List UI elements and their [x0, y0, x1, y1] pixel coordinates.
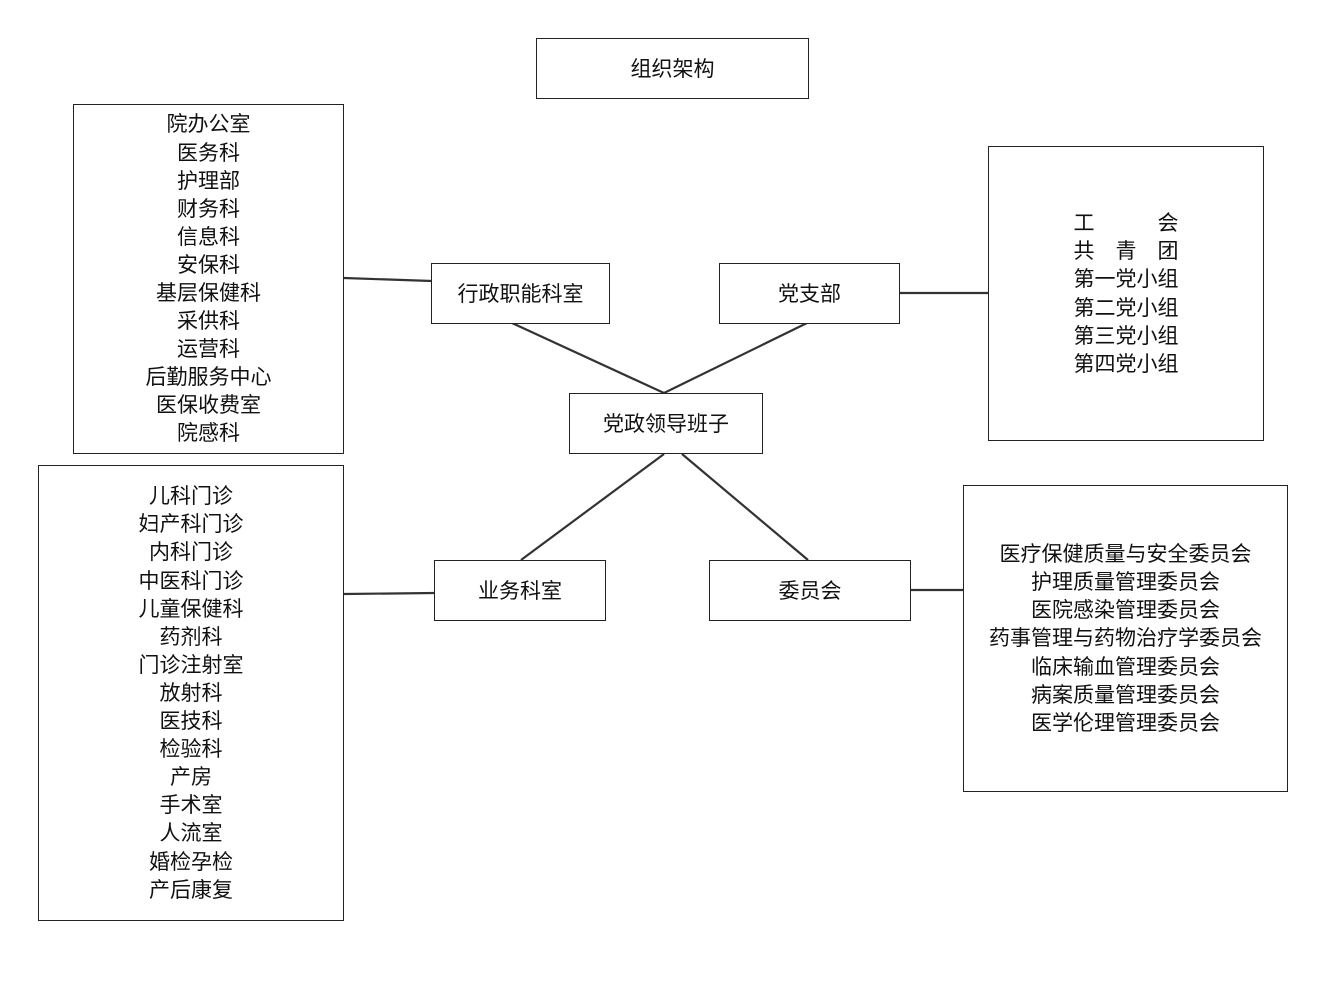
party-group-item: 共 青 团: [1073, 239, 1179, 264]
link-admin-center: [511, 322, 665, 394]
committee-item: 医院感染管理委员会: [1031, 598, 1220, 623]
business-node: 业务科室: [434, 560, 606, 621]
party-node: 党支部: [719, 263, 900, 324]
admin-department-item: 医保收费室: [156, 393, 261, 418]
center-node: 党政领导班子: [569, 393, 763, 454]
admin-department-item: 基层保健科: [156, 281, 261, 305]
committee-item: 临床输血管理委员会: [1031, 654, 1220, 679]
committee-node: 委员会: [709, 560, 911, 621]
business-department-item: 检验科: [159, 737, 223, 762]
party-group-item: 第一党小组: [1073, 267, 1179, 292]
link-admin-list: [343, 276, 433, 283]
business-department-item: 产房: [170, 765, 212, 790]
business-department-item: 门诊注射室: [138, 652, 244, 677]
business-department-item: 儿科门诊: [149, 484, 233, 509]
link-center-business: [520, 453, 665, 561]
party-node-label: 党支部: [778, 281, 841, 306]
business-department-item: 中医科门诊: [138, 568, 244, 593]
committee-item: 药事管理与药物治疗学委员会: [989, 626, 1262, 651]
party-groups-list: 工 会共 青 团第一党小组第二党小组第三党小组第四党小组: [988, 146, 1264, 441]
business-node-label: 业务科室: [478, 578, 562, 603]
business-department-item: 内科门诊: [149, 540, 233, 565]
admin-department-item: 运营科: [177, 337, 240, 362]
admin-department-item: 医务科: [177, 140, 240, 165]
admin-department-item: 财务科: [177, 196, 240, 221]
business-department-item: 放射科: [159, 680, 223, 705]
party-group-item: 工 会: [1073, 211, 1179, 236]
link-party-center: [663, 322, 808, 394]
admin-department-item: 护理部: [177, 168, 240, 193]
center-node-label: 党政领导班子: [603, 411, 729, 436]
business-department-item: 产后康复: [149, 877, 233, 902]
committee-item: 病案质量管理委员会: [1031, 682, 1220, 707]
link-center-committee: [681, 453, 809, 561]
business-department-item: 妇产科门诊: [138, 512, 244, 537]
business-department-item: 药剂科: [159, 624, 223, 649]
admin-department-item: 后勤服务中心: [145, 365, 272, 390]
committee-item: 护理质量管理委员会: [1031, 570, 1220, 595]
business-department-item: 人流室: [159, 821, 223, 846]
link-business-list: [343, 591, 436, 596]
business-department-item: 医技科: [159, 709, 223, 734]
party-group-item: 第二党小组: [1073, 295, 1179, 320]
title-box: 组织架构: [536, 38, 809, 99]
committee-node-label: 委员会: [778, 578, 842, 603]
business-department-item: 手术室: [159, 793, 223, 818]
business-department-item: 婚检孕检: [149, 849, 233, 874]
admin-department-item: 采供科: [177, 309, 240, 334]
party-group-item: 第三党小组: [1073, 323, 1179, 348]
party-group-item: 第四党小组: [1073, 351, 1179, 376]
committee-item: 医疗保健质量与安全委员会: [999, 542, 1252, 567]
admin-department-item: 信息科: [177, 224, 240, 249]
admin-node-label: 行政职能科室: [457, 281, 584, 306]
committees-list: 医疗保健质量与安全委员会护理质量管理委员会医院感染管理委员会药事管理与药物治疗学…: [963, 485, 1288, 792]
admin-department-item: 院办公室: [166, 112, 251, 137]
admin-departments-list: 院办公室医务科护理部财务科信息科安保科基层保健科采供科运营科后勤服务中心医保收费…: [73, 104, 344, 454]
diagram-title: 组织架构: [630, 56, 715, 81]
admin-department-item: 院感科: [177, 421, 240, 446]
business-department-item: 儿童保健科: [138, 596, 244, 621]
business-departments-list: 儿科门诊妇产科门诊内科门诊中医科门诊儿童保健科药剂科门诊注射室放射科医技科检验科…: [38, 465, 344, 921]
admin-department-item: 安保科: [177, 252, 240, 277]
committee-item: 医学伦理管理委员会: [1031, 710, 1220, 735]
admin-node: 行政职能科室: [431, 263, 610, 324]
